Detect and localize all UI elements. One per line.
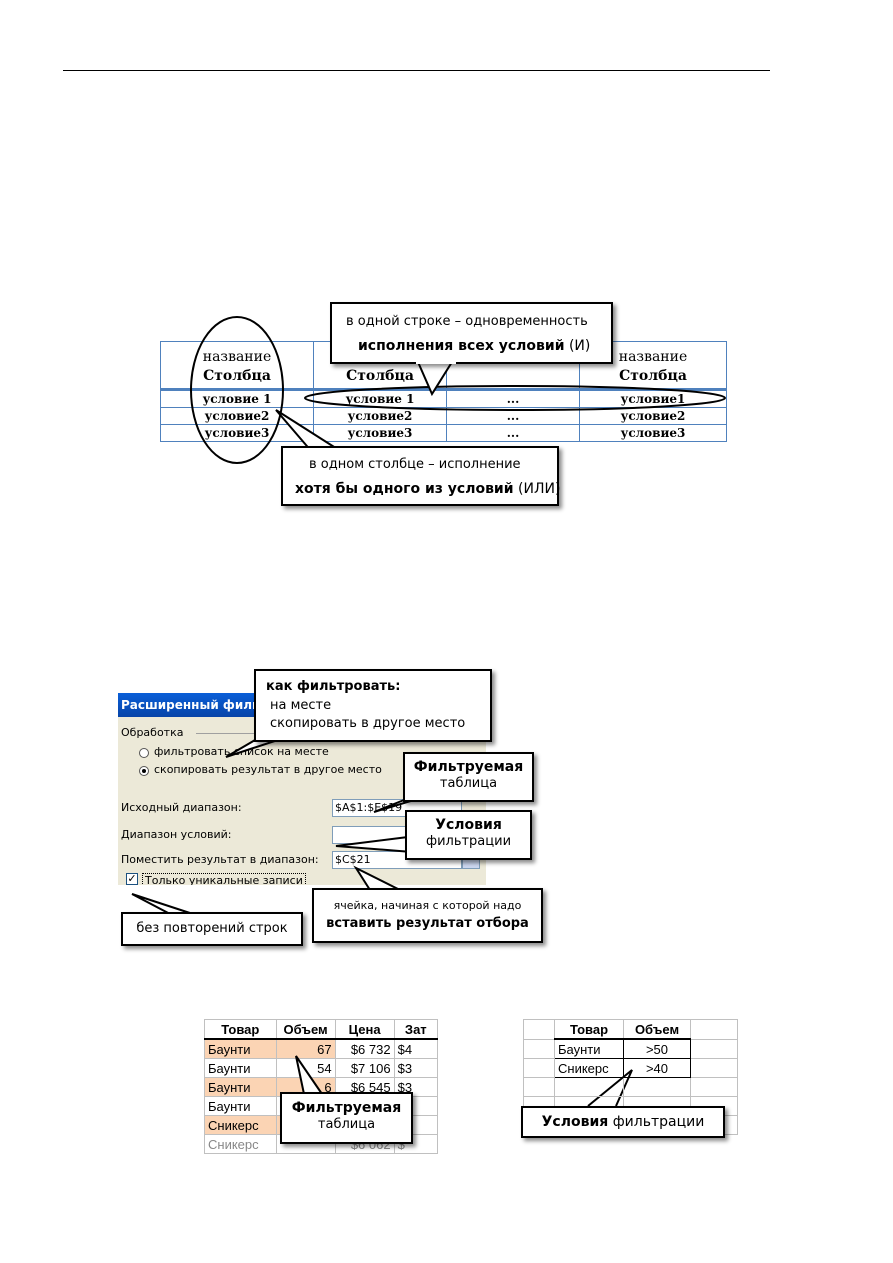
source-range-label: Исходный диапазон:	[121, 801, 242, 814]
criteria-callout: Условия фильтрации	[405, 810, 532, 860]
destination-callout-plain: ячейка, начиная с которой надо	[333, 899, 522, 912]
row-ellipse	[304, 385, 726, 411]
nodup-callout-pointer	[131, 893, 197, 916]
radio-filter-in-place[interactable]	[139, 748, 149, 758]
column-ellipse	[190, 316, 284, 464]
criteria-callout-bold: Условия	[435, 817, 502, 833]
table-callout-pointer	[373, 799, 415, 813]
criteria-cell: ...	[446, 424, 580, 442]
empty-cell	[690, 1058, 738, 1078]
destination-callout: ячейка, начиная с которой надо вставить …	[312, 888, 543, 943]
unique-records-label: Только уникальные записи	[142, 873, 306, 885]
cell: 54	[275, 1058, 336, 1078]
top-rule	[63, 70, 770, 71]
cell: Баунти	[204, 1077, 277, 1097]
header-cell: Цена	[334, 1019, 395, 1040]
sheet2-callout: Условия фильтрации	[521, 1106, 725, 1138]
column-callout-line2: хотя бы одного из условий (ИЛИ)	[295, 481, 561, 497]
sheet-annotations	[295, 1055, 633, 1107]
sheet1-callout-plain: таблица	[317, 1117, 376, 1132]
criteria-range-label: Диапазон условий:	[121, 828, 232, 841]
destination-range-label: Поместить результат в диапазон:	[121, 853, 319, 866]
empty-cell	[690, 1019, 738, 1040]
table-row: Баунти 54 $7 106 $3	[204, 1058, 438, 1078]
cell: Сникерс	[554, 1058, 624, 1078]
criteria-annotations	[190, 316, 726, 464]
how-callout: как фильтровать: на месте скопировать в …	[254, 669, 492, 742]
table-row: Баунти 67 $6 732 $4	[204, 1038, 438, 1059]
nodup-callout-text: без повторений строк	[136, 921, 288, 936]
empty-cell	[523, 1019, 555, 1040]
how-callout-option2: скопировать в другое место	[270, 716, 466, 731]
source-callout: Фильтруемая таблица	[403, 752, 534, 802]
sheet1-callout-pointer	[295, 1055, 323, 1095]
cell: 67	[275, 1038, 336, 1059]
filtered-header-row: Товар Объем Цена Зат	[204, 1019, 438, 1040]
table-row: Баунти >50	[523, 1038, 738, 1059]
radio-copy-elsewhere[interactable]	[139, 766, 149, 776]
criteria-cell: условие2	[313, 407, 447, 425]
cell-callout-pointer	[353, 865, 401, 891]
sheet2-callout-text: Условия фильтрации	[541, 1114, 705, 1130]
column-callout-pointer	[275, 409, 343, 453]
cell: >40	[623, 1058, 691, 1078]
header-cell: Объем	[275, 1019, 336, 1040]
unique-records-checkbox[interactable]: ✓	[126, 872, 138, 885]
row-pointer-cover	[416, 358, 456, 364]
cell: $7 106	[334, 1058, 395, 1078]
cell: Баунти	[554, 1038, 624, 1059]
criteria-row: условие3 условие3 ... условие3	[160, 424, 727, 442]
cell: $3	[393, 1058, 438, 1078]
criteria-callout-plain: фильтрации	[425, 834, 512, 849]
destination-callout-bold: вставить результат отбора	[326, 916, 529, 931]
nodup-callout: без повторений строк	[121, 912, 303, 946]
header-cell: Товар	[204, 1019, 277, 1040]
source-callout-plain: таблица	[439, 776, 498, 791]
column-callout: в одном столбце – исполнение хотя бы одн…	[281, 446, 561, 506]
header-cell: Товар	[554, 1019, 624, 1040]
cond-callout-pointer	[335, 836, 413, 853]
criteria-sheet-header-row: Товар Объем	[523, 1019, 738, 1040]
sheet1-callout-bold: Фильтруемая	[291, 1100, 402, 1116]
empty-cell	[690, 1038, 738, 1059]
cell: Сникерс	[204, 1134, 277, 1154]
row-callout: в одной строке – одновременность исполне…	[330, 302, 613, 364]
row-callout-pointer	[417, 361, 453, 397]
group-divider	[196, 733, 256, 734]
sheet1-callout: Фильтруемая таблица	[280, 1092, 413, 1144]
criteria-cell: условие3	[579, 424, 727, 442]
source-callout-bold: Фильтруемая	[413, 759, 524, 775]
how-callout-title: как фильтровать:	[266, 679, 401, 694]
empty-cell	[523, 1058, 555, 1078]
criteria-cell: условие1	[579, 389, 727, 408]
column-callout-line1: в одном столбце – исполнение	[309, 457, 521, 472]
header-cell: Объем	[623, 1019, 691, 1040]
how-callout-option1: на месте	[270, 698, 332, 713]
cell: Сникерс	[204, 1115, 277, 1135]
cell: >50	[623, 1038, 691, 1059]
table-row	[523, 1077, 738, 1097]
radio-copy-elsewhere-label: скопировать результат в другое место	[154, 763, 382, 776]
table-row: Сникерс >40	[523, 1058, 738, 1078]
empty-cell	[523, 1038, 555, 1059]
criteria-row: условие2 условие2 ... условие2	[160, 407, 727, 425]
row-callout-line2: исполнения всех условий (И)	[358, 338, 591, 354]
row-callout-line1: в одной строке – одновременность	[346, 314, 588, 329]
header-cell: Зат	[393, 1019, 438, 1040]
group-label: Обработка	[121, 726, 184, 739]
